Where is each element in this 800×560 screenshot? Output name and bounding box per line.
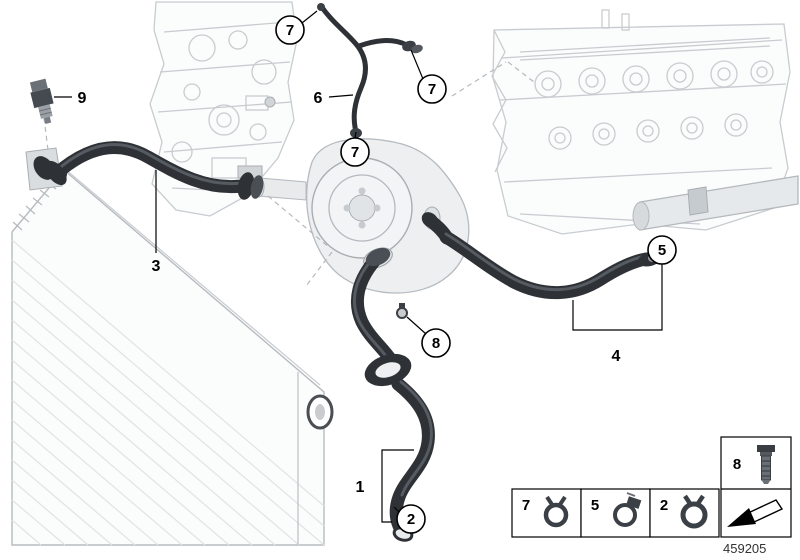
callout-circle	[340, 137, 370, 167]
legend-8-label: 8	[733, 456, 741, 473]
callout-circle	[647, 235, 677, 265]
callout-7-top[interactable]: 7	[275, 15, 305, 45]
callout-7-top-label: 7	[286, 22, 294, 39]
callout-circle	[421, 328, 451, 358]
diagram-number: 459205	[723, 541, 766, 556]
radiator	[11, 147, 334, 546]
radiator-port	[306, 394, 334, 430]
coolant-sensor-part-9[interactable]	[28, 78, 58, 126]
legend-5-label: 5	[591, 497, 599, 514]
hose-6-vent-line[interactable]	[317, 3, 424, 138]
bolt-icon	[757, 445, 775, 484]
water-pump	[253, 138, 470, 294]
callout-7-mid-label: 7	[351, 144, 359, 161]
callout-1-label: 1	[356, 479, 365, 496]
callout-circle	[417, 74, 447, 104]
hose-4-engine-return[interactable]	[419, 209, 672, 299]
callout-1[interactable]: 1	[356, 479, 365, 496]
legend: 7 5 2	[511, 436, 792, 538]
leader-lines	[54, 10, 663, 523]
callout-6[interactable]: 6	[314, 90, 323, 107]
worm-clamp-icon	[613, 492, 642, 527]
callout-9-label: 9	[78, 90, 87, 107]
callout-6-label: 6	[314, 90, 323, 107]
callout-7-right-label: 7	[428, 81, 436, 98]
legend-7-label: 7	[522, 497, 530, 514]
callout-5-label: 5	[658, 242, 666, 259]
legend-item-7[interactable]: 7	[511, 488, 582, 538]
hose-3-radiator-top[interactable]	[41, 141, 265, 202]
engine-right	[491, 9, 799, 235]
spring-clamp-icon	[543, 495, 569, 528]
spring-clamp-icon	[680, 494, 708, 529]
assembly-dashed-lines	[43, 61, 535, 287]
callout-2[interactable]: 2	[396, 504, 426, 534]
callout-7-right[interactable]: 7	[417, 74, 447, 104]
legend-item-8[interactable]: 8	[720, 436, 792, 538]
legend-item-5[interactable]: 5	[580, 488, 651, 538]
guide-rod	[632, 175, 799, 231]
callout-4[interactable]: 4	[612, 348, 621, 365]
hose-1-lower-radiator[interactable]	[350, 244, 435, 542]
engine-right-details	[499, 9, 787, 225]
callout-8-label: 8	[432, 335, 440, 352]
callout-8[interactable]: 8	[421, 328, 451, 358]
callout-5[interactable]: 5	[647, 235, 677, 265]
engine-left	[149, 1, 298, 217]
callout-7-mid[interactable]: 7	[340, 137, 370, 167]
callout-3-label: 3	[152, 258, 161, 275]
callout-4-label: 4	[612, 348, 621, 365]
radiator-fins	[11, 239, 325, 546]
bleed-screw-part-8[interactable]	[396, 303, 408, 319]
callout-3[interactable]: 3	[152, 258, 161, 275]
callout-circle	[275, 15, 305, 45]
direction-arrow-icon	[727, 499, 784, 527]
legend-item-2[interactable]: 2	[649, 488, 720, 538]
legend-2-label: 2	[660, 497, 668, 514]
engine-left-details	[157, 21, 293, 193]
callout-9[interactable]: 9	[78, 90, 87, 107]
callout-circle	[396, 504, 426, 534]
callout-2-label: 2	[407, 511, 415, 528]
